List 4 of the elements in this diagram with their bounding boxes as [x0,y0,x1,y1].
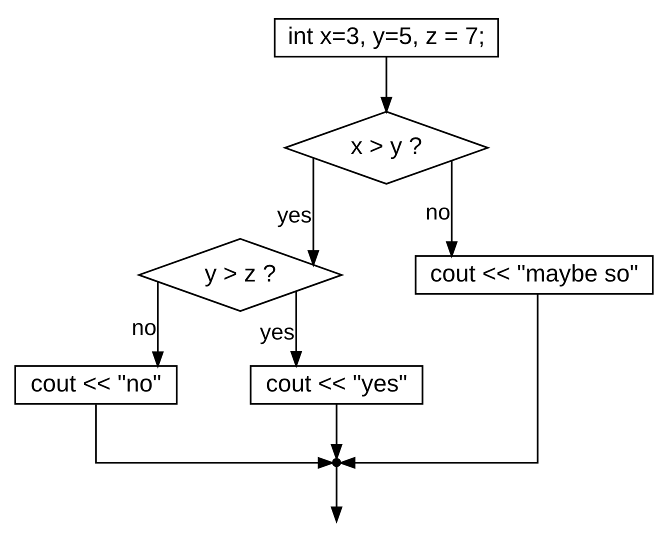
edge-label: yes [277,202,312,227]
edge-label: yes [260,318,295,344]
edge-label: no [426,198,450,224]
edge-label: no [132,314,157,340]
